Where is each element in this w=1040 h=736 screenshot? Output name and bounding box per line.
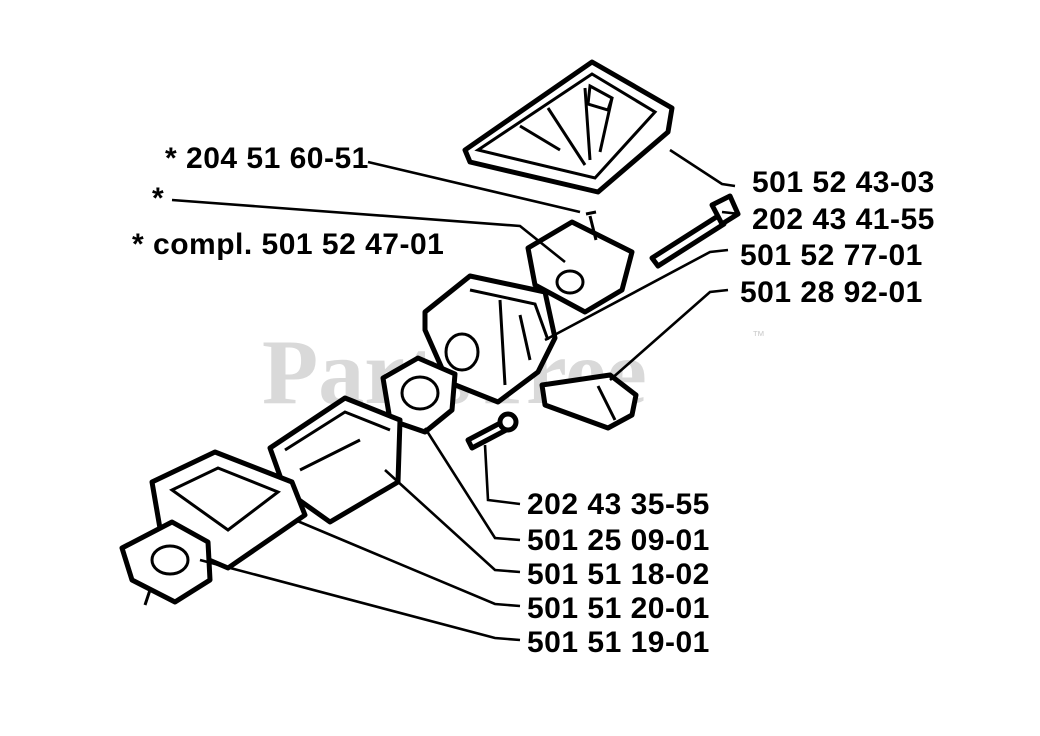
leader-501527701 <box>544 248 729 342</box>
label-501527701[interactable]: 501 52 77-01 <box>740 239 923 272</box>
part-bottom-gasket[interactable] <box>119 519 213 606</box>
part-fuel-filter[interactable] <box>539 372 639 431</box>
label-501250901[interactable]: 501 25 09-01 <box>527 524 710 557</box>
leader-501250901 <box>423 427 521 542</box>
part-carburetor[interactable] <box>422 273 558 405</box>
label-501511901[interactable]: 501 51 19-01 <box>527 626 710 659</box>
leader-star <box>171 198 566 264</box>
part-bolt[interactable] <box>465 411 519 451</box>
label-star: * <box>152 182 164 215</box>
label-202434155[interactable]: 202 43 41-55 <box>752 203 935 236</box>
part-screw-top[interactable] <box>649 193 741 269</box>
label-501524303[interactable]: 501 52 43-03 <box>752 166 935 199</box>
leader-lines <box>171 148 741 642</box>
leader-204516051 <box>367 160 581 214</box>
label-202433555[interactable]: 202 43 35-55 <box>527 488 710 521</box>
leader-501511901 <box>199 558 521 642</box>
label-compl-501524701[interactable]: * compl. 501 52 47-01 <box>132 228 444 261</box>
label-501511802[interactable]: 501 51 18-02 <box>527 558 710 591</box>
leader-501524303 <box>669 148 736 188</box>
watermark-trademark: ™ <box>752 328 765 343</box>
label-204516051[interactable]: * 204 51 60-51 <box>165 142 369 175</box>
part-labels: * 204 51 60-51 * * compl. 501 52 47-01 5… <box>132 142 935 659</box>
part-air-filter-cover[interactable] <box>462 59 675 195</box>
leader-202433555 <box>483 444 521 506</box>
leader-501512001 <box>294 518 521 608</box>
leader-501289201 <box>609 288 729 381</box>
leader-501511802 <box>384 469 521 574</box>
leader-202434155 <box>721 210 741 216</box>
label-501512001[interactable]: 501 51 20-01 <box>527 592 710 625</box>
part-pump-cover[interactable] <box>525 210 635 315</box>
label-501289201[interactable]: 501 28 92-01 <box>740 276 923 309</box>
